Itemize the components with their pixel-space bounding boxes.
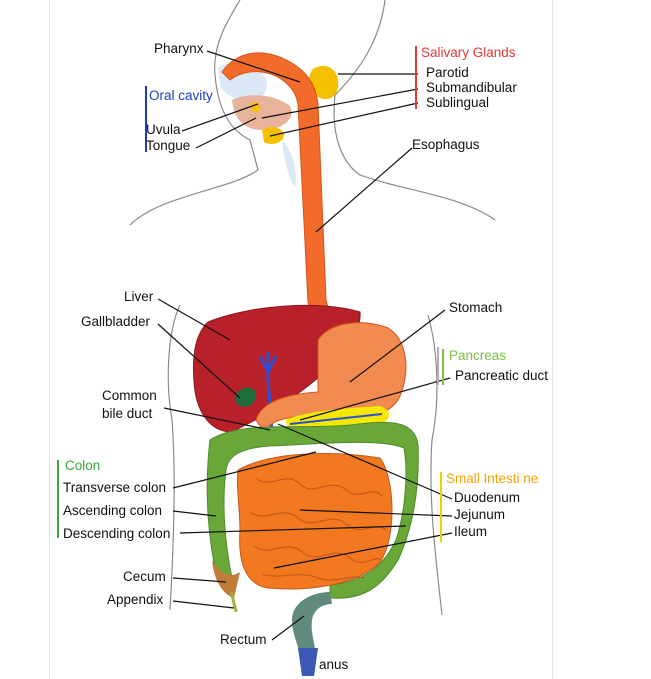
colon-shape: [206, 421, 419, 599]
label-pancreatic-duct: Pancreatic duct: [455, 368, 549, 383]
line-submandibular: [261, 88, 419, 119]
colon-title: Colon: [65, 458, 101, 473]
line-transverse-colon: [172, 451, 317, 489]
label-liver: Liver: [124, 289, 154, 304]
pancreas-bar: [442, 349, 444, 385]
label-cecum: Cecum: [123, 569, 166, 584]
cecum-shape: [212, 560, 240, 598]
line-gallbladder: [157, 323, 241, 399]
line-esophagus: [315, 147, 413, 233]
line-duodenum: [277, 423, 453, 500]
label-common: Common: [102, 388, 157, 403]
oral-cavity-bar: [145, 86, 147, 152]
diagram-frame: [49, 0, 553, 679]
label-duodenum: Duodenum: [454, 490, 521, 505]
body-outline: [129, 0, 496, 616]
line-sublingual: [269, 102, 419, 137]
gallbladder-shape: [236, 387, 256, 407]
label-esophagus: Esophagus: [412, 137, 480, 152]
sublingual-gland: [250, 102, 261, 112]
line-rectum: [271, 615, 305, 641]
label-submandibular: Submandibular: [426, 80, 517, 95]
line-bile-duct: [163, 407, 271, 431]
small-intestine-bar: [440, 472, 442, 542]
oral-cavity-title: Oral cavity: [149, 88, 213, 103]
colon-bar: [57, 460, 59, 538]
label-ascending-colon: Ascending colon: [63, 503, 163, 518]
line-ileum: [273, 532, 453, 569]
pancreas-bar-outer: [437, 347, 439, 385]
line-uvula: [181, 103, 259, 132]
leader-lines: [157, 50, 453, 641]
appendix-shape: [230, 591, 238, 613]
label-tongue: Tongue: [146, 138, 191, 153]
torso-right-outline: [427, 314, 443, 616]
salivary-title: Salivary Glands: [421, 45, 516, 60]
intestine-folds: [249, 477, 387, 581]
small-intestine-shape: [236, 453, 393, 590]
line-pancreatic-duct: [299, 377, 451, 421]
line-descending-colon: [179, 525, 407, 534]
rectum-shape: [292, 592, 332, 660]
parotid-gland: [309, 65, 339, 100]
line-tongue: [195, 117, 257, 149]
label-rectum: Rectum: [220, 632, 267, 647]
label-uvula: Uvula: [146, 122, 181, 137]
label-jejunum: Jejunum: [454, 507, 506, 522]
small-intestine-title: Small Intesti ne: [446, 471, 539, 486]
line-stomach: [349, 309, 446, 383]
line-jejunum: [299, 509, 453, 517]
head-outline-left: [129, 0, 259, 226]
pancreatic-duct-shape: [289, 413, 383, 425]
label-anus: anus: [319, 657, 349, 672]
label-pharynx: Pharynx: [154, 41, 204, 56]
pancreas-title: Pancreas: [449, 348, 507, 363]
label-parotid: Parotid: [426, 65, 469, 80]
label-gallbladder: Gallbladder: [81, 314, 151, 329]
label-transverse-colon: Transverse colon: [63, 480, 167, 495]
line-pharynx: [206, 50, 301, 83]
line-ascending-colon: [172, 510, 217, 517]
label-sublingual: Sublingual: [426, 95, 490, 110]
label-bile-duct: bile duct: [102, 406, 153, 421]
line-liver: [157, 298, 231, 341]
larynx-shape: [282, 140, 296, 188]
label-descending-colon: Descending colon: [63, 526, 171, 541]
anus-shape: [298, 648, 318, 676]
head-outline-right: [333, 0, 496, 221]
salivary-bar: [415, 46, 417, 109]
line-appendix: [172, 600, 235, 609]
label-ileum: Ileum: [454, 524, 488, 539]
label-stomach: Stomach: [449, 300, 503, 315]
torso-left-outline: [167, 304, 181, 611]
label-appendix: Appendix: [107, 592, 164, 607]
line-cecum: [172, 577, 227, 583]
tongue-shape: [232, 95, 292, 130]
